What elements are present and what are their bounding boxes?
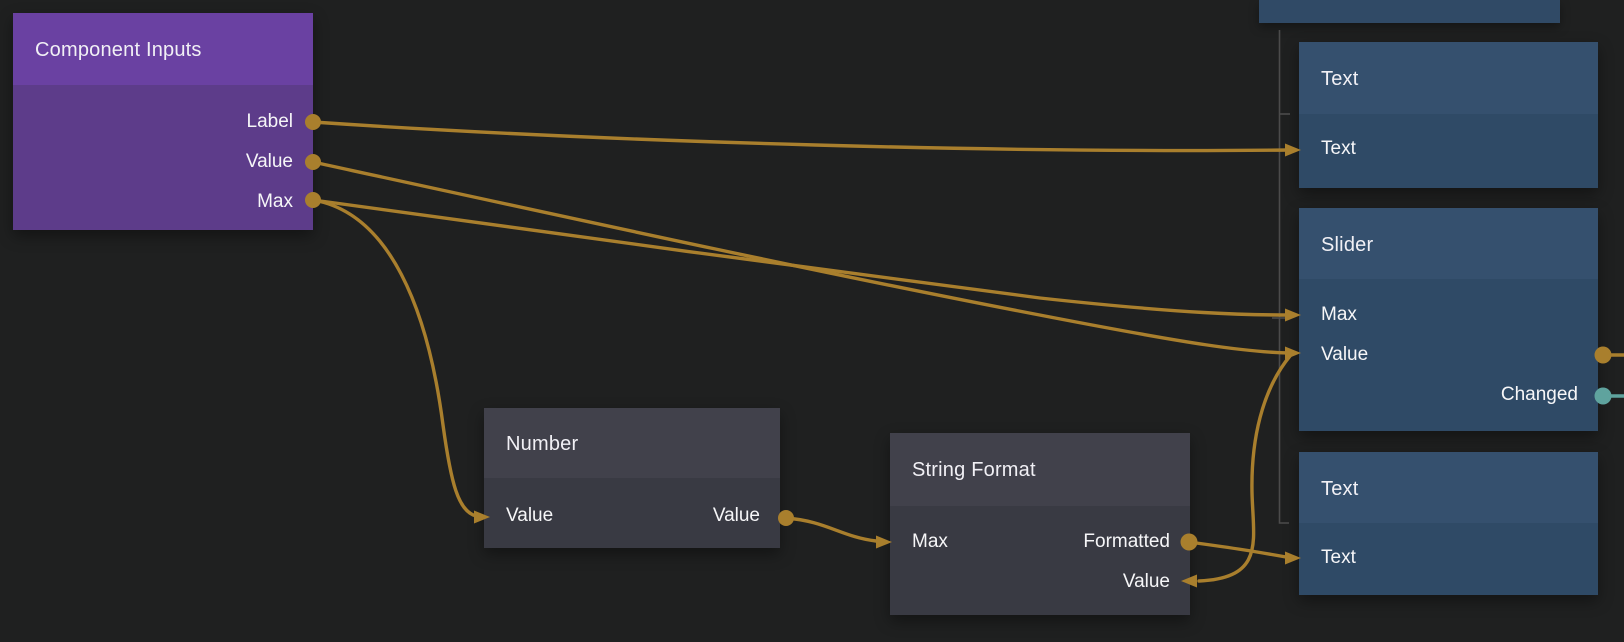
- wire-formatted-to-text-bottom[interactable]: [1187, 540, 1288, 559]
- port-row: Label: [13, 102, 313, 142]
- output-port-label: Value: [245, 151, 293, 172]
- output-port-label: Formatted: [1083, 531, 1170, 552]
- input-port-stringformat-max[interactable]: [876, 535, 892, 549]
- node-title: Text: [1299, 42, 1598, 114]
- node-number[interactable]: Number Value Value: [484, 408, 780, 548]
- output-port-max[interactable]: [305, 192, 321, 208]
- wire-max-to-slider-max[interactable]: [311, 198, 1291, 317]
- input-port-slider-value[interactable]: [1285, 346, 1301, 360]
- input-port-text-top[interactable]: [1285, 143, 1301, 157]
- input-port-label: Value: [1321, 344, 1369, 365]
- port-row: Max: [13, 182, 313, 222]
- node-slider[interactable]: Slider Max Value Changed: [1299, 208, 1598, 431]
- port-row: Value: [890, 562, 1190, 602]
- input-port-label: Value: [506, 505, 554, 526]
- node-title: Number: [484, 408, 780, 478]
- input-port-text-bottom[interactable]: [1285, 551, 1301, 565]
- input-port-label: Max: [912, 531, 948, 552]
- port-row: Value: [13, 142, 313, 182]
- input-port-label: Text: [1321, 547, 1356, 568]
- port-row: Changed: [1299, 375, 1598, 415]
- output-port-label: Changed: [1500, 384, 1578, 405]
- port-row: Value Value: [484, 496, 780, 536]
- partial-node-top[interactable]: [1259, 0, 1560, 23]
- wire-value-to-stringformat-value[interactable]: [1197, 354, 1292, 583]
- port-row: Text: [1299, 129, 1598, 169]
- node-component-inputs[interactable]: Component Inputs Label Value Max: [13, 13, 313, 230]
- input-port-number-value[interactable]: [474, 510, 490, 524]
- wire-number-to-stringformat-max[interactable]: [784, 516, 878, 543]
- input-port-label: Value: [1122, 571, 1170, 592]
- node-text-top[interactable]: Text Text: [1299, 42, 1598, 188]
- input-port-stringformat-value[interactable]: [1181, 574, 1197, 588]
- wire-label-to-text-top[interactable]: [311, 120, 1291, 153]
- port-row: Max: [1299, 295, 1598, 335]
- node-text-bottom[interactable]: Text Text: [1299, 452, 1598, 595]
- output-port-value[interactable]: [305, 154, 321, 170]
- wire-max-to-number-value[interactable]: [311, 198, 478, 518]
- port-row: Value: [1299, 335, 1598, 375]
- wire-value-to-slider-value[interactable]: [311, 160, 1291, 355]
- output-port-label: Label: [246, 111, 294, 132]
- input-port-label: Max: [1321, 304, 1357, 325]
- node-title: String Format: [890, 433, 1190, 506]
- output-port-label: Max: [257, 191, 293, 212]
- input-port-slider-max[interactable]: [1285, 308, 1301, 322]
- alignment-bracket: [1272, 30, 1290, 524]
- node-string-format[interactable]: String Format Max Formatted Value: [890, 433, 1190, 615]
- output-port-formatted[interactable]: [1180, 533, 1198, 551]
- output-port-slider-value[interactable]: [1594, 346, 1612, 364]
- node-title: Slider: [1299, 208, 1598, 279]
- node-title: Component Inputs: [13, 13, 313, 85]
- output-port-label[interactable]: [305, 114, 321, 130]
- port-row: Max Formatted: [890, 522, 1190, 562]
- input-port-label: Text: [1321, 138, 1356, 159]
- port-row: Text: [1299, 538, 1598, 578]
- output-port-number-value[interactable]: [778, 510, 794, 526]
- output-port-label: Value: [712, 505, 760, 526]
- node-title: Text: [1299, 452, 1598, 523]
- output-port-slider-changed[interactable]: [1594, 387, 1612, 405]
